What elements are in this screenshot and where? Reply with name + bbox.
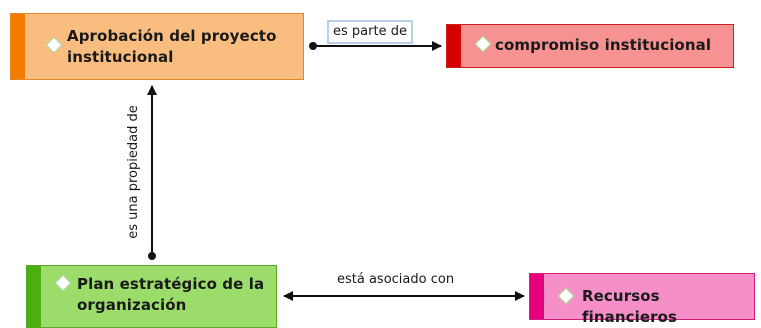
node-color-strip: [11, 14, 25, 79]
node-color-strip: [447, 25, 461, 67]
node-color-strip: [530, 274, 544, 319]
edge-es-una-propiedad-de[interactable]: [147, 85, 157, 260]
edge-es-parte-de[interactable]: [309, 41, 442, 51]
diamond-icon: [474, 35, 492, 53]
edge-label-es-parte-de: es parte de: [327, 20, 413, 44]
node-label: Recursos financieros: [582, 287, 678, 326]
diamond-icon: [54, 274, 72, 292]
node-compromiso-institucional[interactable]: compromiso institucional: [446, 24, 734, 68]
diamond-icon: [557, 287, 575, 305]
node-label: compromiso institucional: [495, 36, 712, 54]
node-recursos-financieros[interactable]: Recursos financieros: [529, 273, 755, 326]
diamond-icon: [45, 36, 63, 54]
edge-label-es-una-propiedad-de: es una propiedad de: [126, 105, 141, 239]
node-color-strip: [27, 266, 41, 327]
edge-label-esta-asociado-con: está asociado con: [337, 272, 455, 287]
